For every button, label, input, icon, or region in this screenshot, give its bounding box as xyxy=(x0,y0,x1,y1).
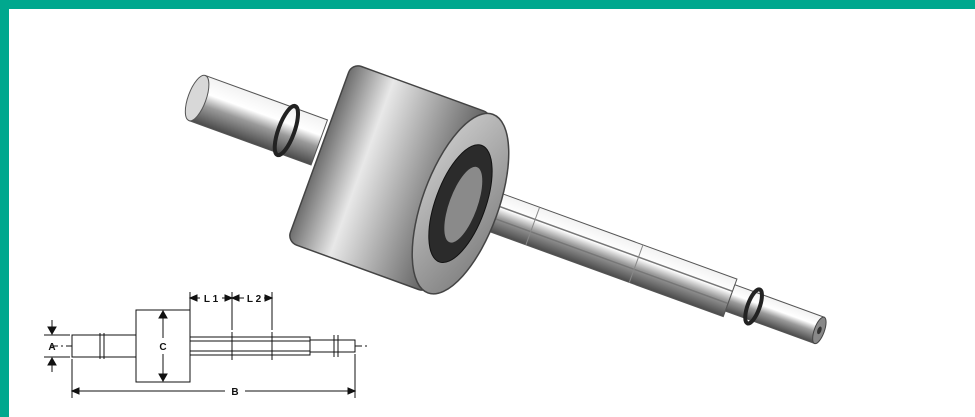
dimension-label-l2: L 2 xyxy=(247,294,262,305)
bearing-assembly-photo xyxy=(184,65,827,345)
dimension-label-l1: L 1 xyxy=(204,294,219,305)
dimension-label-a: A xyxy=(48,342,55,353)
dimension-label-b: B xyxy=(231,387,238,398)
dimension-diagram xyxy=(44,292,370,398)
dimension-label-c: C xyxy=(159,342,166,353)
